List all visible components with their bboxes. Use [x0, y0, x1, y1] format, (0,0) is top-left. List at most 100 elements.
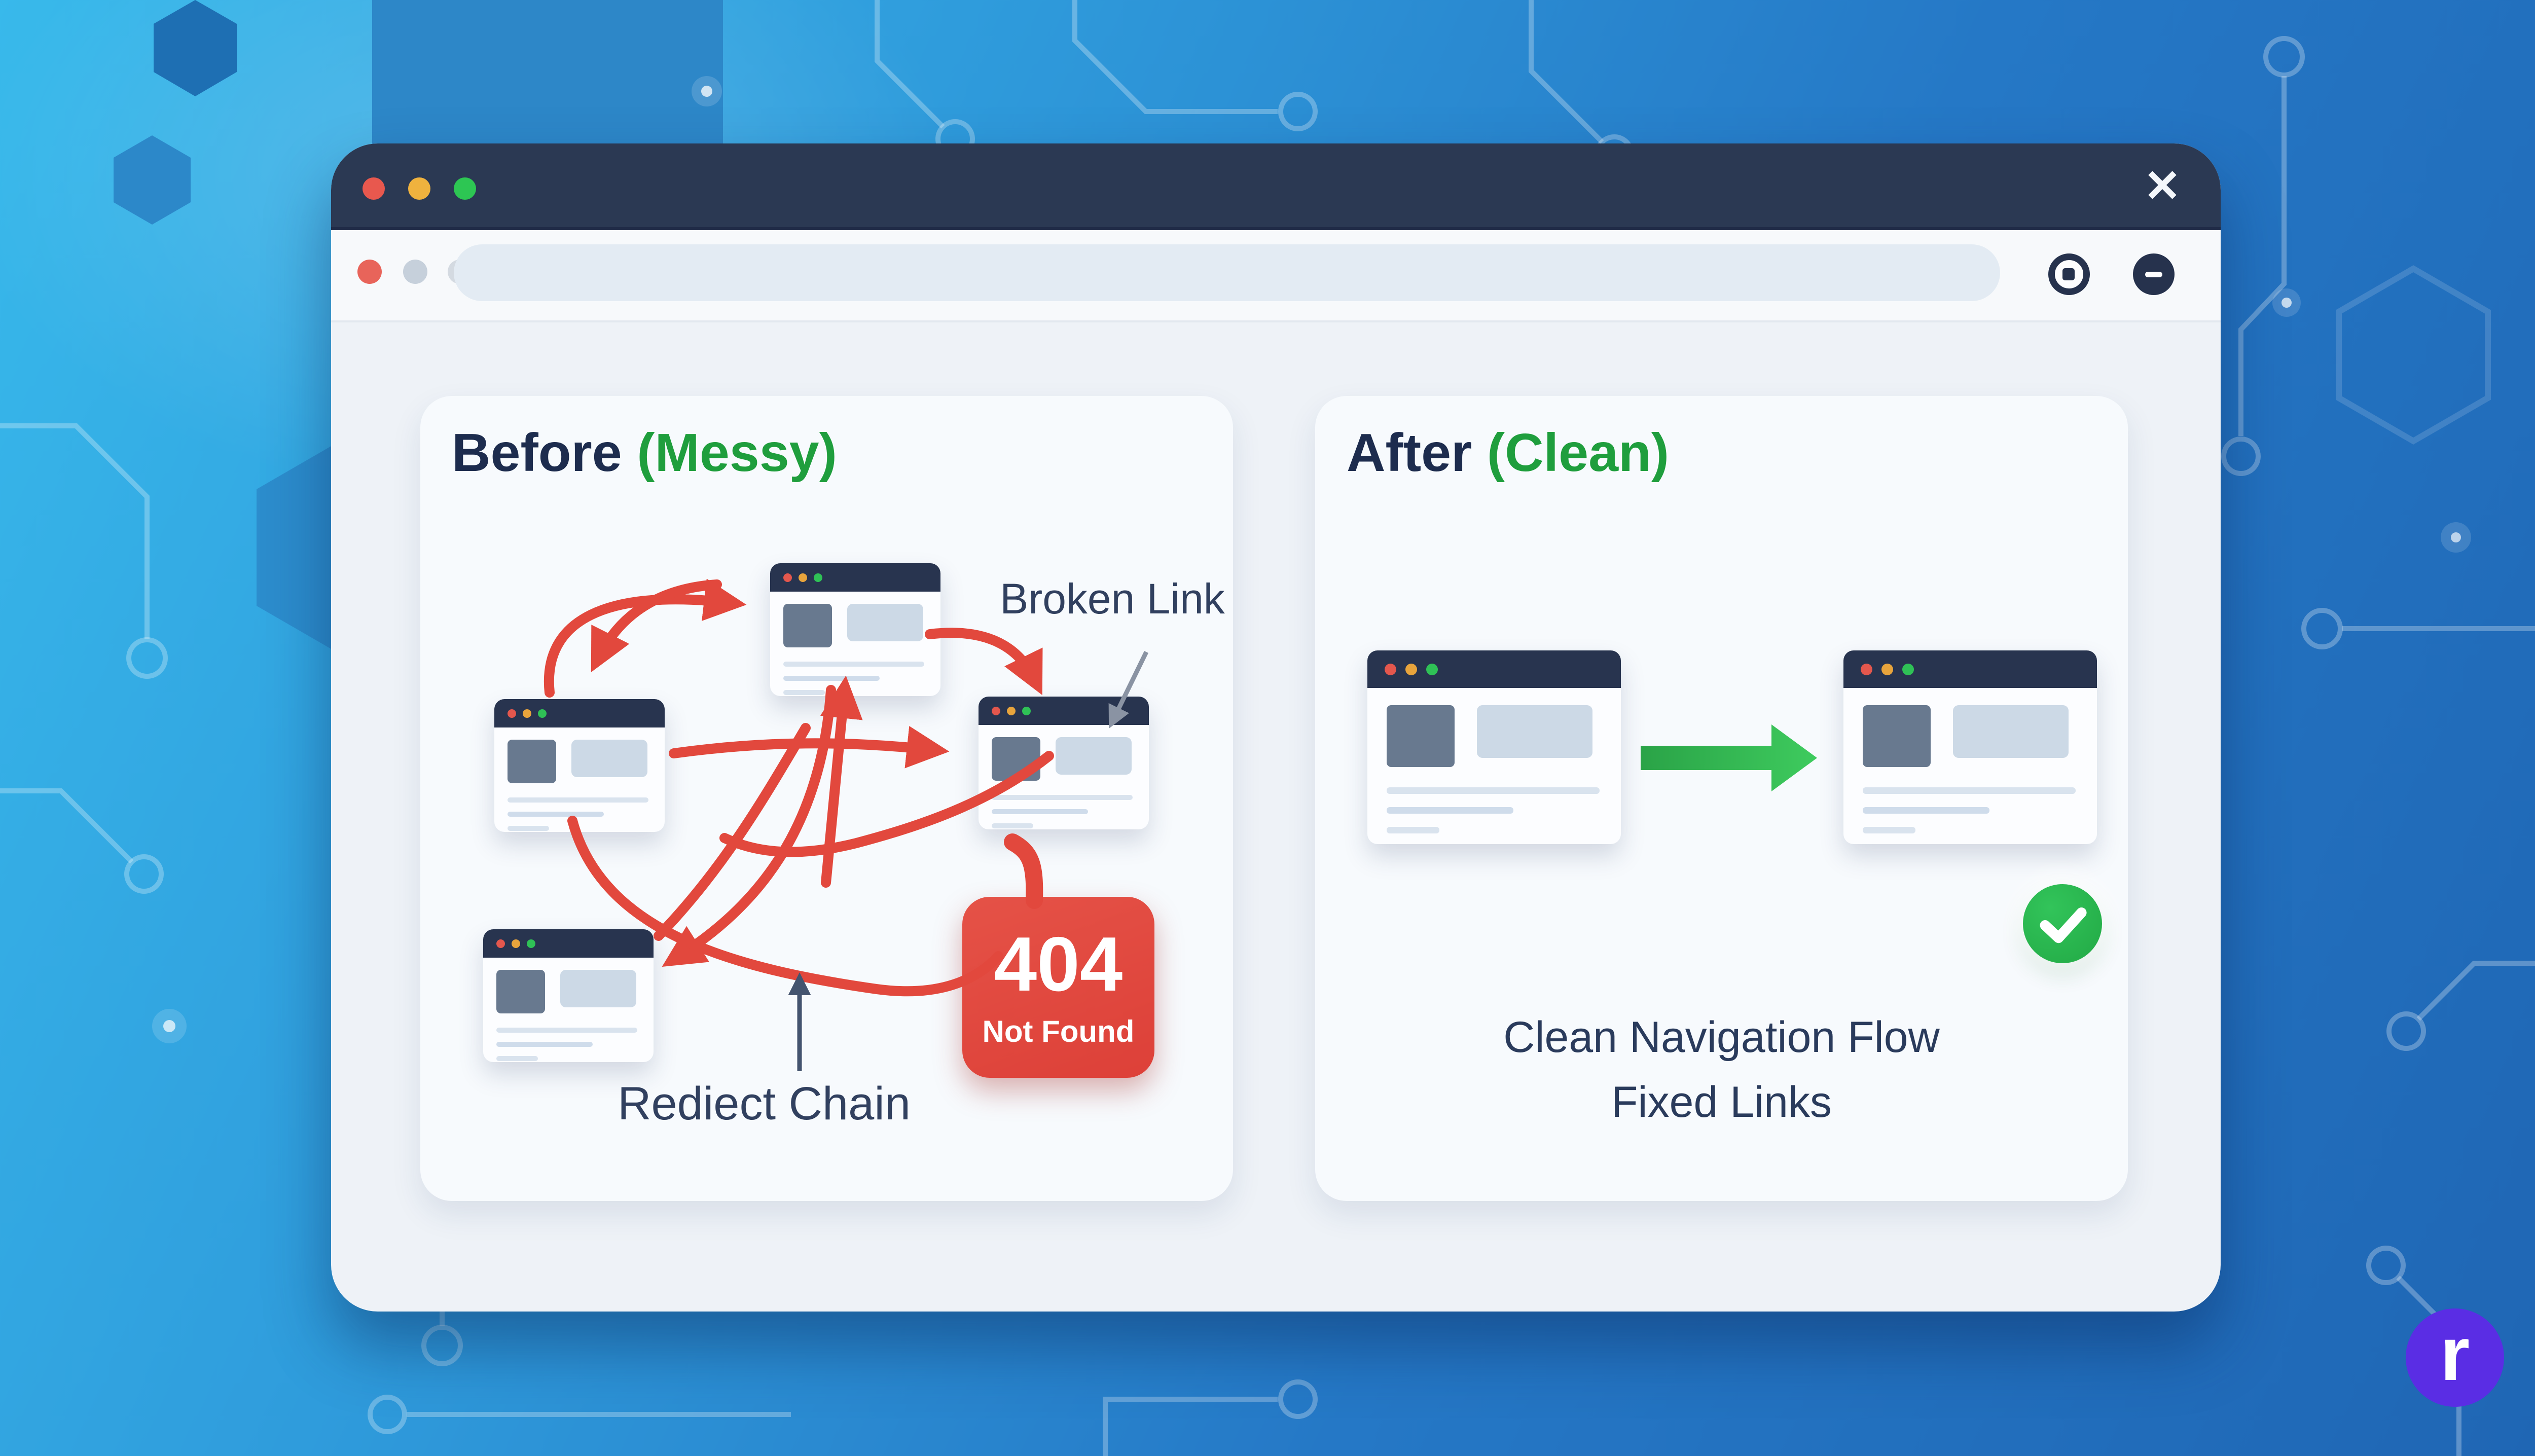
before-qualifier: (Messy) — [637, 423, 837, 483]
browser-window: ✕ Before (Messy) — [331, 143, 2221, 1312]
check-icon — [2040, 907, 2087, 943]
image-placeholder — [783, 604, 832, 647]
logo-letter: r — [2440, 1311, 2470, 1396]
text-line — [992, 795, 1133, 800]
content-placeholder — [1477, 705, 1592, 758]
mini-dot-yellow — [1405, 663, 1417, 675]
text-line — [1387, 827, 1439, 833]
text-line — [992, 823, 1033, 828]
mini-card-titlebar — [494, 699, 665, 727]
after-panel: After (Clean) — [1315, 396, 2128, 1201]
mini-dot-yellow — [523, 709, 531, 718]
image-placeholder — [1863, 705, 1931, 767]
mini-card-titlebar — [1843, 650, 2097, 688]
before-panel: Before (Messy) — [420, 396, 1233, 1201]
mini-card-titlebar — [483, 929, 654, 958]
minimize-button[interactable] — [2133, 253, 2175, 295]
traffic-light-red[interactable] — [363, 177, 385, 200]
content-placeholder — [571, 740, 647, 777]
mini-browser-card — [483, 929, 654, 1062]
text-line — [992, 809, 1088, 814]
record-button[interactable] — [2048, 253, 2090, 295]
content-placeholder — [560, 970, 636, 1007]
content-placeholder — [847, 604, 923, 641]
mini-dot-green — [814, 573, 822, 582]
mini-browser-card — [494, 699, 665, 832]
mini-card-body — [494, 727, 665, 831]
text-line — [1387, 807, 1513, 814]
minus-icon — [2145, 272, 2162, 277]
mini-browser-card — [1367, 650, 1621, 844]
close-button[interactable]: ✕ — [2140, 161, 2185, 211]
error-code: 404 — [994, 921, 1123, 1007]
success-check-badge — [2023, 884, 2102, 963]
brand-logo: r — [2406, 1308, 2504, 1407]
mini-card-body — [1843, 688, 2097, 833]
traffic-light-green[interactable] — [454, 177, 476, 200]
mini-dot-green — [1022, 706, 1031, 715]
after-caption-line2: Fixed Links — [1611, 1078, 1832, 1126]
text-line — [783, 690, 825, 695]
image-placeholder — [508, 740, 556, 783]
text-line — [508, 797, 648, 803]
mini-card-titlebar — [770, 563, 940, 592]
mini-dot-red — [508, 709, 516, 718]
content-placeholder — [1953, 705, 2069, 758]
image-placeholder — [992, 737, 1040, 781]
text-line — [1863, 827, 1915, 833]
mini-dot-green — [527, 939, 535, 948]
broken-link-label: Broken Link — [1000, 575, 1225, 623]
redirect-chain-label: Rediect Chain — [618, 1078, 911, 1130]
traffic-light-yellow[interactable] — [408, 177, 430, 200]
mini-card-body — [770, 592, 940, 695]
mini-dot-red — [783, 573, 792, 582]
mini-dot-yellow — [1007, 706, 1016, 715]
browser-toolbar — [331, 230, 2221, 322]
after-heading: After (Clean) — [1347, 422, 1669, 484]
before-heading: Before (Messy) — [452, 422, 837, 484]
mini-browser-card — [770, 563, 940, 696]
text-line — [1863, 787, 2076, 794]
mini-card-titlebar — [1367, 650, 1621, 688]
mini-dot-yellow — [512, 939, 520, 948]
text-line — [508, 826, 549, 831]
mini-dot-green — [1902, 663, 1914, 675]
toolbar-dot-gray — [403, 260, 427, 284]
before-title: Before — [452, 423, 622, 483]
mini-dot-red — [496, 939, 505, 948]
toolbar-dot-red — [357, 260, 382, 284]
record-icon — [2062, 268, 2075, 280]
text-line — [1863, 807, 1989, 814]
text-line — [496, 1028, 637, 1033]
image-placeholder — [1387, 705, 1455, 767]
text-line — [508, 812, 604, 817]
window-titlebar: ✕ — [331, 143, 2221, 230]
image-placeholder — [496, 970, 545, 1013]
url-bar[interactable] — [454, 244, 2000, 301]
mini-dot-yellow — [799, 573, 807, 582]
text-line — [496, 1042, 593, 1047]
mini-card-titlebar — [979, 697, 1149, 725]
mini-dot-green — [538, 709, 547, 718]
mini-dot-green — [1426, 663, 1438, 675]
mini-card-body — [979, 725, 1149, 828]
error-message: Not Found — [982, 1014, 1135, 1048]
content-placeholder — [1056, 737, 1132, 775]
mini-card-body — [483, 958, 654, 1061]
error-404-badge: 404 Not Found — [962, 897, 1154, 1078]
close-icon: ✕ — [2144, 161, 2181, 211]
after-caption-line1: Clean Navigation Flow — [1503, 1013, 1940, 1062]
mini-card-body — [1367, 688, 1621, 833]
text-line — [1387, 787, 1600, 794]
text-line — [783, 676, 880, 681]
mini-dot-red — [1385, 663, 1396, 675]
mini-dot-red — [1861, 663, 1872, 675]
mini-dot-yellow — [1881, 663, 1893, 675]
mini-dot-red — [992, 706, 1000, 715]
mini-browser-card — [1843, 650, 2097, 844]
mini-browser-card — [979, 697, 1149, 829]
after-qualifier: (Clean) — [1487, 423, 1670, 483]
text-line — [783, 662, 924, 667]
after-title: After — [1347, 423, 1472, 483]
